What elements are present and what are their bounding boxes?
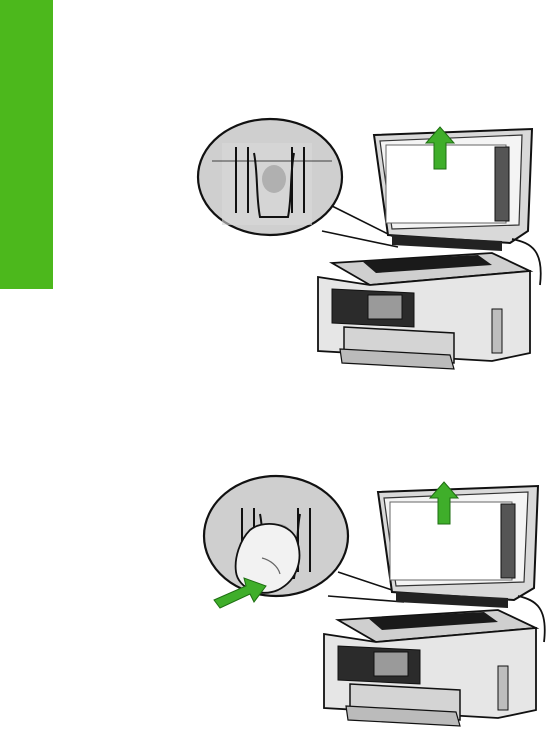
printer-body [318, 253, 530, 369]
printer-lid [378, 486, 538, 608]
lid-removal-illustration [192, 113, 548, 391]
hinge-detail-callout [204, 476, 348, 596]
printer-lid [374, 129, 532, 251]
section-color-tab [0, 0, 53, 289]
hinge-detail-callout [198, 119, 342, 235]
lid-hinge-release-illustration [192, 474, 548, 732]
printer-body [324, 610, 536, 726]
